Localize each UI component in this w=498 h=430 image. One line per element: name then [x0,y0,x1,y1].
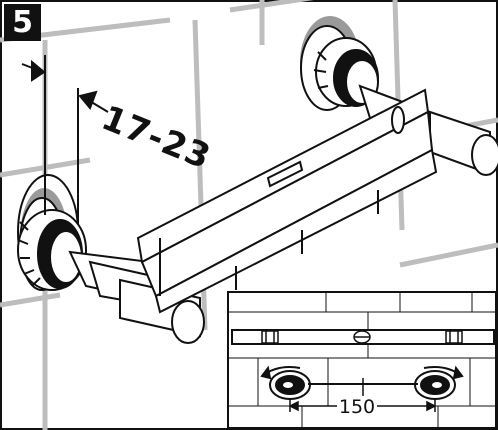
wall-distance-dimension [21,55,109,225]
step-number-badge: 5 [4,4,41,41]
center-spacing-label: 150 [337,396,377,418]
left-wall-connector [17,174,87,291]
inset-connectors [260,365,464,400]
inset-level-vials [261,330,463,344]
spirit-level [136,88,438,314]
